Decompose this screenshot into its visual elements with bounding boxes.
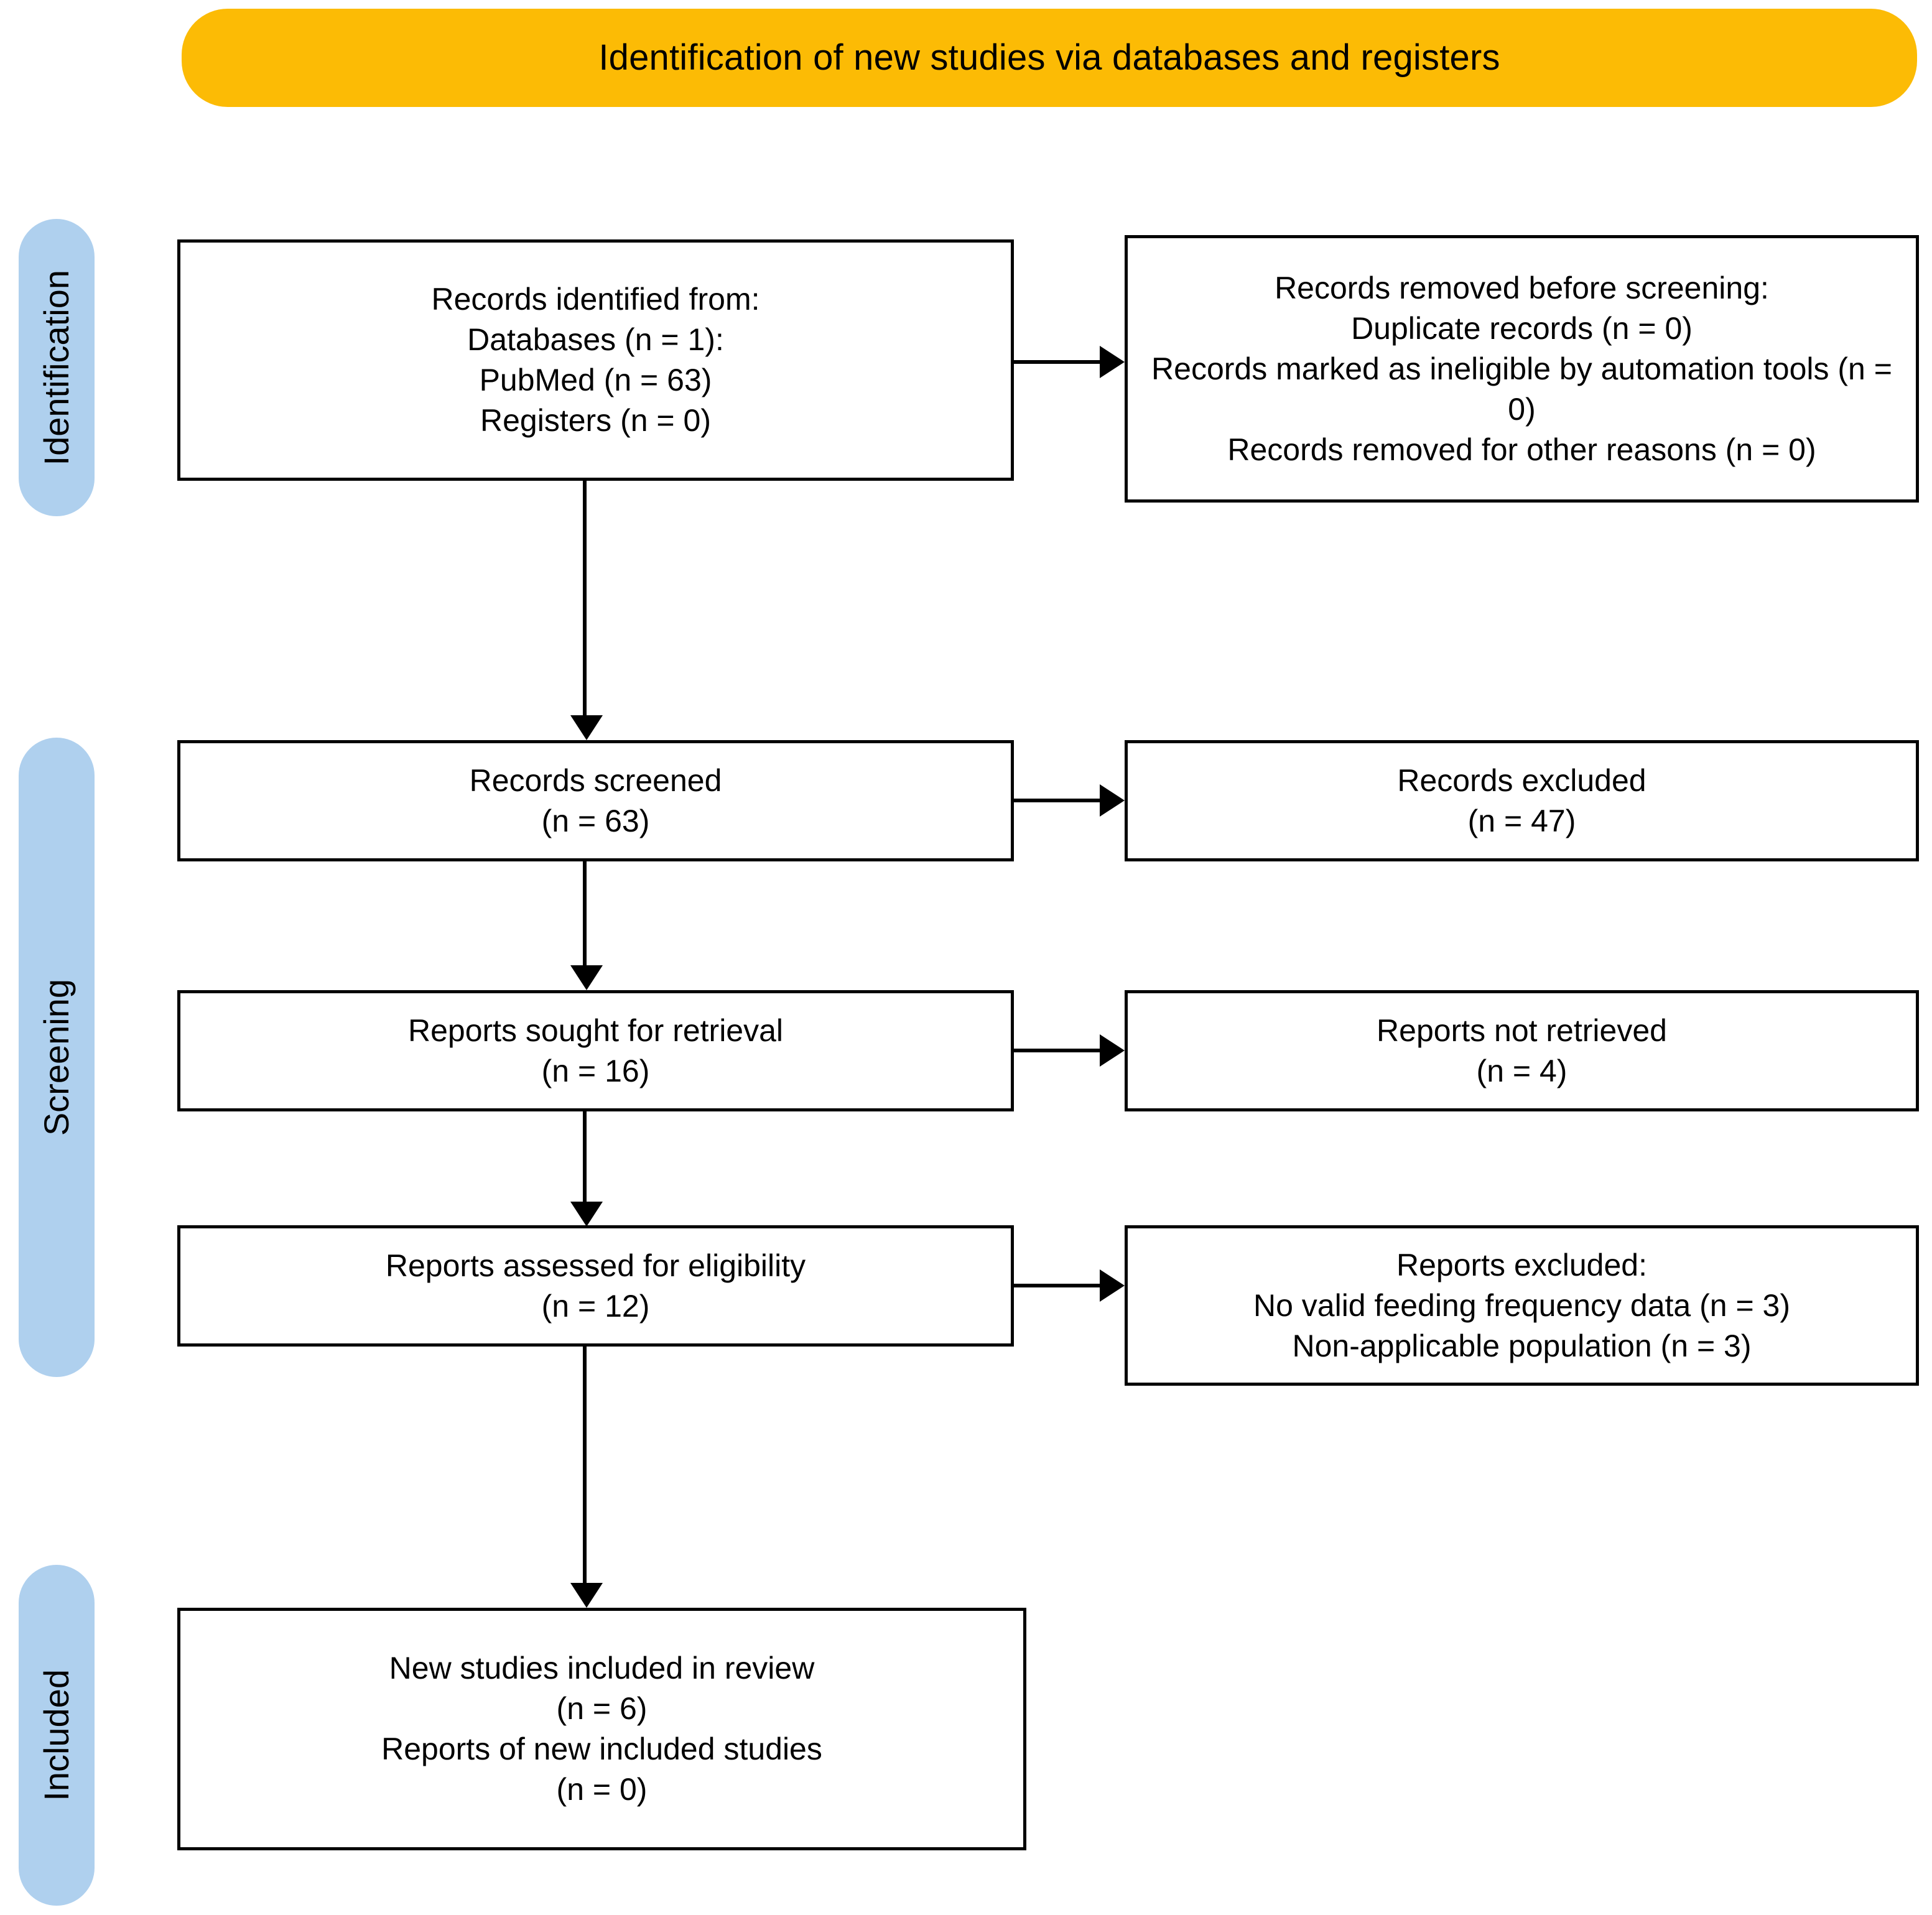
box-line: (n = 6) (556, 1691, 648, 1726)
box-line: Records excluded (1397, 763, 1646, 798)
arrow-right-icon (1100, 784, 1125, 817)
box-new-studies-included: New studies included in review (n = 6) R… (177, 1608, 1026, 1850)
page-title: Identification of new studies via databa… (598, 37, 1500, 78)
stage-label-screening: Screening (37, 978, 76, 1136)
box-line: Records removed for other reasons (n = 0… (1227, 432, 1816, 467)
arrow-right-icon (1100, 1269, 1125, 1302)
box-line: Reports not retrieved (1377, 1013, 1667, 1048)
stage-bar-screening: Screening (19, 738, 95, 1377)
box-line: Records removed before screening: (1275, 270, 1769, 305)
header-banner: Identification of new studies via databa… (182, 9, 1917, 107)
stage-label-identification: Identification (37, 269, 76, 466)
box-line: Reports of new included studies (381, 1732, 822, 1766)
box-records-screened: Records screened (n = 63) (177, 740, 1014, 861)
arrow-down-icon (570, 1202, 603, 1226)
box-line: Non-applicable population (n = 3) (1292, 1328, 1752, 1363)
connector-sought-to-not-retrieved (1014, 1049, 1101, 1052)
box-reports-sought-for-retrieval: Reports sought for retrieval (n = 16) (177, 990, 1014, 1111)
box-line: Records marked as ineligible by automati… (1151, 351, 1892, 427)
connector-sought-to-assessed (583, 1111, 587, 1203)
stage-label-included: Included (37, 1669, 76, 1801)
box-line: (n = 16) (541, 1053, 650, 1088)
box-line: (n = 12) (541, 1288, 650, 1324)
arrow-down-icon (570, 1583, 603, 1608)
connector-screened-to-excluded (1014, 799, 1101, 802)
connector-identified-to-screened (583, 481, 587, 717)
box-line: Databases (n = 1): (467, 322, 724, 357)
arrow-down-icon (570, 965, 603, 990)
box-line: Records identified from: (431, 282, 760, 317)
connector-screened-to-sought (583, 861, 587, 967)
box-records-excluded: Records excluded (n = 47) (1125, 740, 1919, 861)
box-records-removed-before-screening: Records removed before screening: Duplic… (1125, 235, 1919, 503)
box-line: (n = 47) (1467, 803, 1576, 838)
box-records-identified: Records identified from: Databases (n = … (177, 239, 1014, 481)
stage-bar-included: Included (19, 1565, 95, 1906)
connector-assessed-to-included (583, 1347, 587, 1584)
arrow-down-icon (570, 715, 603, 740)
box-line: Records screened (469, 763, 722, 798)
box-reports-excluded: Reports excluded: No valid feeding frequ… (1125, 1225, 1919, 1386)
arrow-right-icon (1100, 1034, 1125, 1067)
box-line: New studies included in review (389, 1651, 815, 1685)
box-line: Duplicate records (n = 0) (1351, 310, 1693, 346)
box-line: Reports assessed for eligibility (385, 1248, 806, 1283)
box-line: No valid feeding frequency data (n = 3) (1253, 1287, 1791, 1323)
box-line: (n = 63) (541, 803, 650, 838)
box-line: Reports excluded: (1396, 1247, 1647, 1282)
arrow-right-icon (1100, 346, 1125, 378)
stage-bar-identification: Identification (19, 219, 95, 516)
connector-identified-to-removed (1014, 360, 1101, 364)
box-line: (n = 0) (556, 1772, 648, 1807)
box-reports-not-retrieved: Reports not retrieved (n = 4) (1125, 990, 1919, 1111)
box-reports-assessed-for-eligibility: Reports assessed for eligibility (n = 12… (177, 1225, 1014, 1347)
box-line: Registers (n = 0) (480, 403, 711, 438)
connector-assessed-to-reports-excluded (1014, 1284, 1101, 1287)
box-line: (n = 4) (1476, 1053, 1567, 1088)
box-line: Reports sought for retrieval (407, 1013, 784, 1048)
box-line: PubMed (n = 63) (479, 363, 712, 397)
